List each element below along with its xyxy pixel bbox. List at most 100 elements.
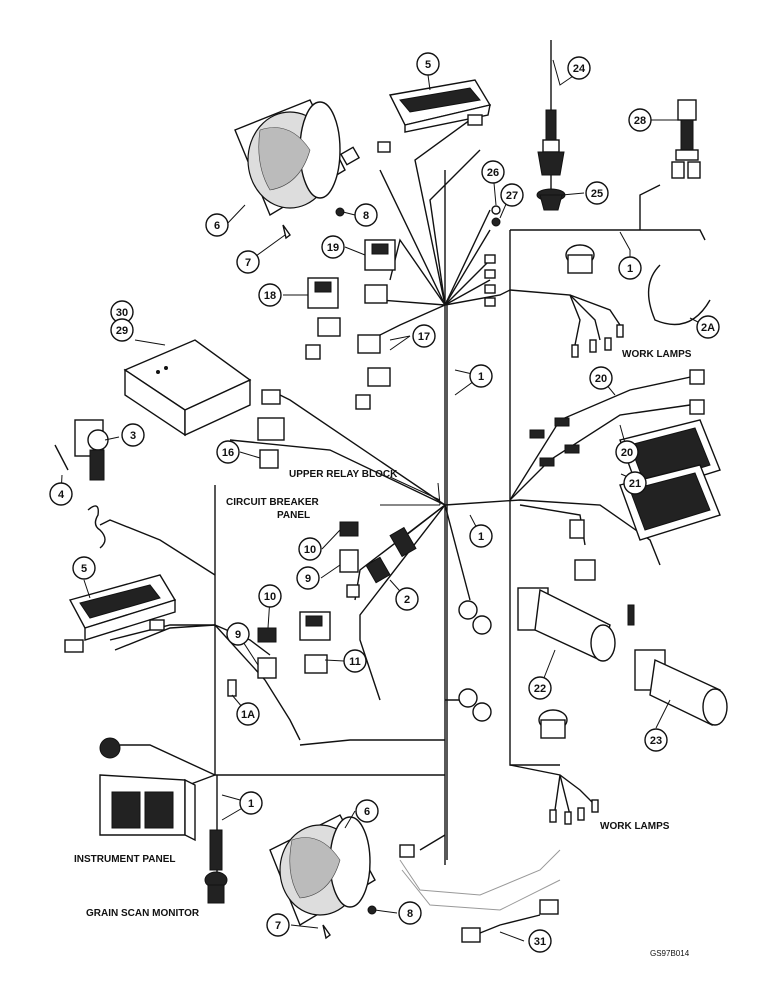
callout-circle — [623, 471, 647, 495]
callout-6: 6 — [355, 799, 379, 823]
callout-number: 6 — [364, 806, 370, 818]
rocker-switch-19 — [364, 239, 396, 271]
callout-number: 17 — [418, 331, 430, 343]
callout-circle — [398, 901, 422, 925]
callout-number: 11 — [349, 656, 361, 668]
callout-19: 19 — [321, 235, 345, 259]
relay-block-leader — [389, 476, 441, 501]
fuse-1A — [227, 679, 237, 697]
callout-4: 4 — [49, 482, 73, 506]
connector — [346, 584, 360, 598]
callout-circle — [481, 160, 505, 184]
callout-6: 6 — [205, 213, 229, 237]
callout-1: 1 — [469, 364, 493, 388]
terminal-group — [484, 254, 496, 307]
callout-circle — [469, 524, 493, 548]
connector — [467, 114, 483, 126]
callout-circle — [121, 423, 145, 447]
nut-27 — [491, 217, 501, 227]
callout-7: 7 — [266, 913, 290, 937]
screw-7-bottom — [322, 924, 331, 940]
callout-23: 23 — [644, 728, 668, 752]
connector — [569, 519, 585, 539]
callout-circle — [644, 728, 668, 752]
connector — [149, 619, 165, 631]
callout-number: 9 — [305, 573, 311, 585]
callout-circle — [618, 256, 642, 280]
dome-lamp-top — [388, 79, 492, 133]
callout-2: 2 — [395, 587, 419, 611]
callout-number: 6 — [214, 220, 220, 232]
connector — [574, 559, 596, 581]
work-lamp-bulbs-top — [571, 324, 624, 358]
callout-22: 22 — [528, 676, 552, 700]
upper-relay-block-label: UPPER RELAY BLOCK — [289, 469, 398, 480]
work-lamp-socket-top — [565, 244, 595, 274]
callout-number: 5 — [425, 59, 431, 71]
callout-circle — [567, 56, 591, 80]
callout-16: 16 — [216, 440, 240, 464]
grain-scan-connector — [204, 829, 228, 904]
callout-circle — [296, 566, 320, 590]
callout-circle — [615, 440, 639, 464]
callout-circle — [236, 250, 260, 274]
callout-29: 29 — [110, 318, 134, 342]
callout-7: 7 — [236, 250, 260, 274]
callout-circle — [395, 587, 419, 611]
figure-code: GS97B014 — [650, 949, 690, 958]
callout-number: 20 — [621, 447, 633, 459]
callout-number: 21 — [629, 478, 641, 490]
callout-number: 4 — [58, 489, 65, 501]
callout-number: 1 — [248, 798, 254, 810]
callout-28: 28 — [628, 108, 652, 132]
callout-circle — [589, 366, 613, 390]
callout-number: 7 — [245, 257, 251, 269]
work-lamp-21 — [619, 419, 721, 541]
connector — [339, 146, 361, 166]
instrument-panel — [99, 774, 196, 842]
callout-number: 18 — [264, 290, 276, 302]
callout-circle — [628, 108, 652, 132]
antenna-base — [536, 188, 566, 211]
callout-21: 21 — [623, 471, 647, 495]
screw-7-top — [282, 224, 291, 240]
callout-number: 8 — [363, 210, 369, 222]
callout-circle — [205, 213, 229, 237]
switch-body-9-lower — [257, 657, 277, 679]
callout-circle — [239, 791, 263, 815]
work-lamp-bulbs-bottom — [549, 799, 599, 825]
callout-circle — [528, 676, 552, 700]
callout-circle — [216, 440, 240, 464]
callout-18: 18 — [258, 283, 282, 307]
callout-circle — [298, 537, 322, 561]
callout-26: 26 — [481, 160, 505, 184]
callout-number: 22 — [534, 683, 546, 695]
lamp-sockets-mid — [458, 600, 492, 722]
callout-1A: 1A — [236, 702, 260, 726]
main-harness — [99, 119, 706, 936]
callout-9: 9 — [226, 622, 250, 646]
motor-23 — [634, 649, 728, 727]
callout-number: 29 — [116, 325, 128, 337]
callout-circle — [258, 283, 282, 307]
screw-8-top — [335, 207, 345, 217]
callout-circle — [528, 929, 552, 953]
antenna — [537, 40, 565, 195]
callout-circle — [412, 324, 436, 348]
callout-number: 7 — [275, 920, 281, 932]
relay-pairs-20 — [529, 369, 705, 467]
callout-number: 3 — [130, 430, 136, 442]
cap-10-lower — [257, 627, 277, 643]
rocker-switch-18 — [307, 277, 339, 309]
connector — [399, 844, 415, 858]
callout-circle — [343, 649, 367, 673]
callout-circle — [500, 183, 524, 207]
callout-17: 17 — [412, 324, 436, 348]
callout-27: 27 — [500, 183, 524, 207]
callout-number: 30 — [116, 307, 128, 319]
pressure-switch — [671, 99, 701, 179]
work-lamps-top-label: WORK LAMPS — [622, 349, 692, 360]
callout-8: 8 — [398, 901, 422, 925]
